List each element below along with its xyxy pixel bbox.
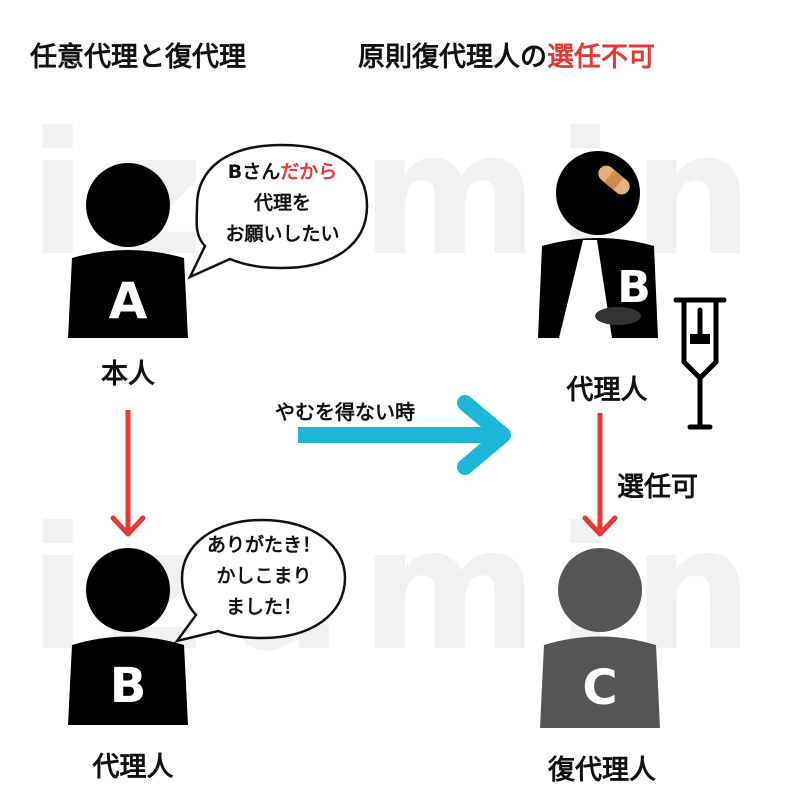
bubble-a-line1-highlight: だから	[280, 161, 338, 183]
person-b-right-label: 代理人	[566, 375, 648, 406]
arrow-middle-label: やむを得ない時	[275, 400, 415, 424]
bubble-a-line2: 代理を	[253, 192, 311, 214]
person-b-left-letter: B	[109, 658, 147, 714]
person-b-right-letter: B	[617, 262, 651, 313]
title-right-prefix: 原則復代理人の	[358, 42, 547, 73]
title-left: 任意代理と復代理	[30, 42, 246, 73]
person-a-label: 本人	[101, 359, 155, 390]
bubble-a-line3: お願いしたい	[225, 223, 340, 245]
arrow-right-label: 選任可	[617, 472, 698, 503]
person-c-label: 復代理人	[548, 755, 656, 786]
person-b-left-label: 代理人	[92, 752, 174, 783]
person-a-letter: A	[108, 272, 148, 330]
bubble-b-line3: ました！	[225, 596, 302, 618]
bubble-a-line1: Bさんだから	[205, 157, 360, 188]
bubble-b-text: ありがたき！ かしこまり ました！	[188, 530, 340, 623]
bubble-a-text: Bさんだから 代理を お願いしたい	[205, 157, 360, 250]
person-c-letter: C	[582, 660, 618, 716]
title-right-highlight: 選任不可	[547, 42, 655, 73]
bubble-b-line2: かしこまり	[216, 565, 312, 587]
title-right: 原則復代理人の選任不可	[358, 35, 655, 74]
bubble-a-line1-prefix: Bさん	[227, 161, 281, 183]
bubble-b-line1: ありがたき！	[206, 534, 321, 556]
